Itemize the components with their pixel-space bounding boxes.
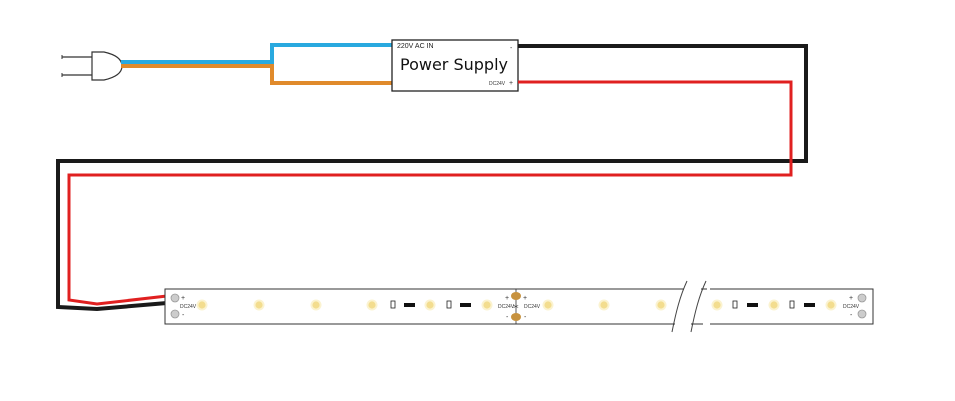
strip-plus-left: + bbox=[181, 295, 185, 302]
resistor bbox=[747, 303, 758, 307]
strip-terminal-positive bbox=[170, 293, 180, 303]
ac-input-label: 220V AC IN bbox=[397, 43, 434, 50]
diode bbox=[732, 300, 738, 309]
negative-wire bbox=[56, 44, 808, 312]
cut-plus-left: + bbox=[505, 295, 509, 302]
strip-end-terminal-negative bbox=[857, 309, 867, 319]
cut-plus-right: + bbox=[523, 295, 527, 302]
diode bbox=[390, 300, 396, 309]
cut-pad-top bbox=[511, 292, 521, 300]
cut-minus-left: - bbox=[506, 314, 509, 321]
live-wire bbox=[121, 43, 395, 64]
resistor bbox=[460, 303, 471, 307]
strip-plus-right: + bbox=[849, 295, 853, 302]
strip-end-terminal-positive bbox=[857, 293, 867, 303]
power-supply-title: Power Supply bbox=[400, 55, 508, 74]
led-chip bbox=[711, 299, 723, 311]
led-chip bbox=[481, 299, 493, 311]
cut-minus-right: - bbox=[524, 314, 527, 321]
strip-terminal-negative bbox=[170, 309, 180, 319]
resistor bbox=[404, 303, 415, 307]
strip-voltage-left: DC24V bbox=[180, 304, 197, 310]
led-chip bbox=[310, 299, 322, 311]
dc-output-label: DC24V bbox=[489, 81, 506, 87]
plug-icon bbox=[61, 51, 123, 81]
led-chip bbox=[825, 299, 837, 311]
led-chip bbox=[768, 299, 780, 311]
strip-minus-left: - bbox=[182, 312, 185, 319]
led-chip bbox=[655, 299, 667, 311]
positive-wire bbox=[67, 80, 793, 306]
led-strip: + - DC24V DC24V DC24V + + - - ✂ + - DC24… bbox=[164, 280, 874, 333]
strip-minus-right: - bbox=[850, 312, 853, 319]
ps-negative-sign: - bbox=[510, 45, 513, 52]
led-chip bbox=[196, 299, 208, 311]
cut-voltage-right: DC24V bbox=[524, 304, 541, 310]
led-chip bbox=[253, 299, 265, 311]
led-chip bbox=[542, 299, 554, 311]
led-chip bbox=[598, 299, 610, 311]
ps-positive-sign: + bbox=[509, 80, 513, 87]
power-supply: 220V AC IN Power Supply DC24V - + bbox=[391, 39, 519, 92]
scissors-icon: ✂ bbox=[513, 304, 519, 311]
led-chip bbox=[366, 299, 378, 311]
strip-voltage-right: DC24V bbox=[843, 304, 860, 310]
resistor bbox=[804, 303, 815, 307]
diode bbox=[789, 300, 795, 309]
led-chip bbox=[424, 299, 436, 311]
neutral-wire bbox=[121, 64, 395, 85]
cut-voltage-left: DC24V bbox=[498, 304, 515, 310]
cut-pad-bottom bbox=[511, 313, 521, 321]
diode bbox=[446, 300, 452, 309]
